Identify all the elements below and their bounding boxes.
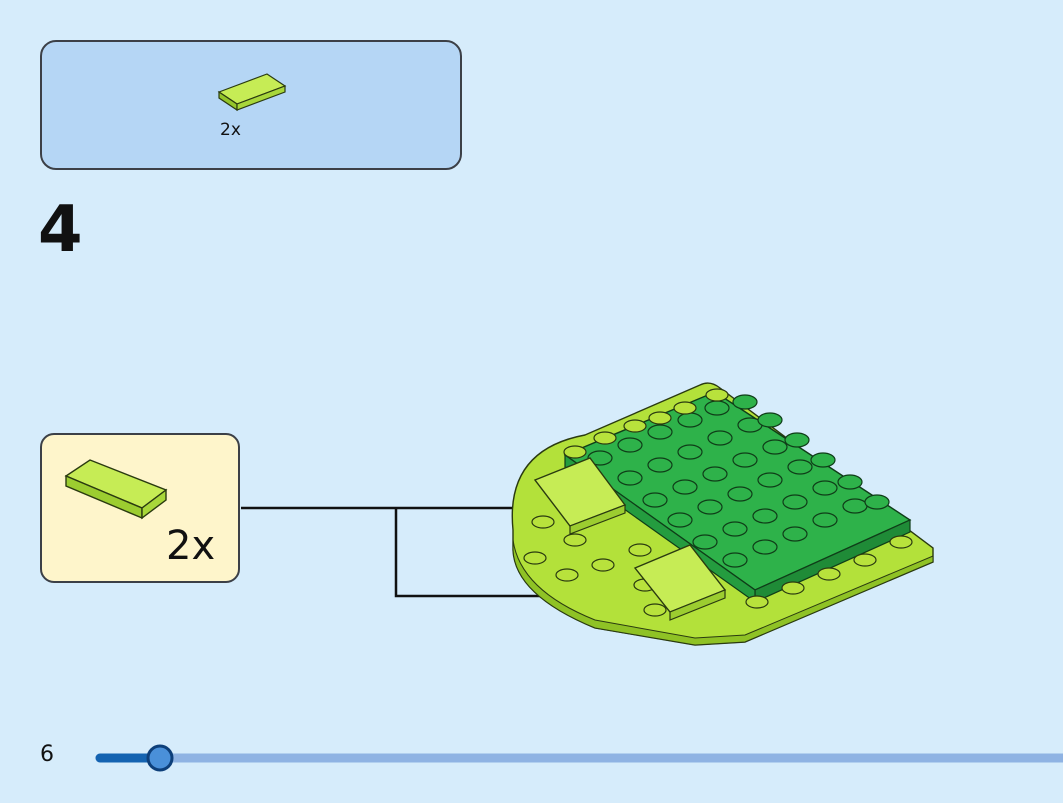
callout-count-label: 2x bbox=[166, 523, 216, 569]
parts-count-label: 2x bbox=[220, 120, 241, 140]
step-number: 4 bbox=[38, 193, 83, 267]
lime-tile-icon bbox=[64, 459, 168, 520]
progress-knob bbox=[146, 744, 174, 772]
lime-tile-icon bbox=[217, 73, 287, 112]
page-number: 6 bbox=[40, 742, 54, 767]
model-assembly-icon bbox=[511, 382, 934, 646]
